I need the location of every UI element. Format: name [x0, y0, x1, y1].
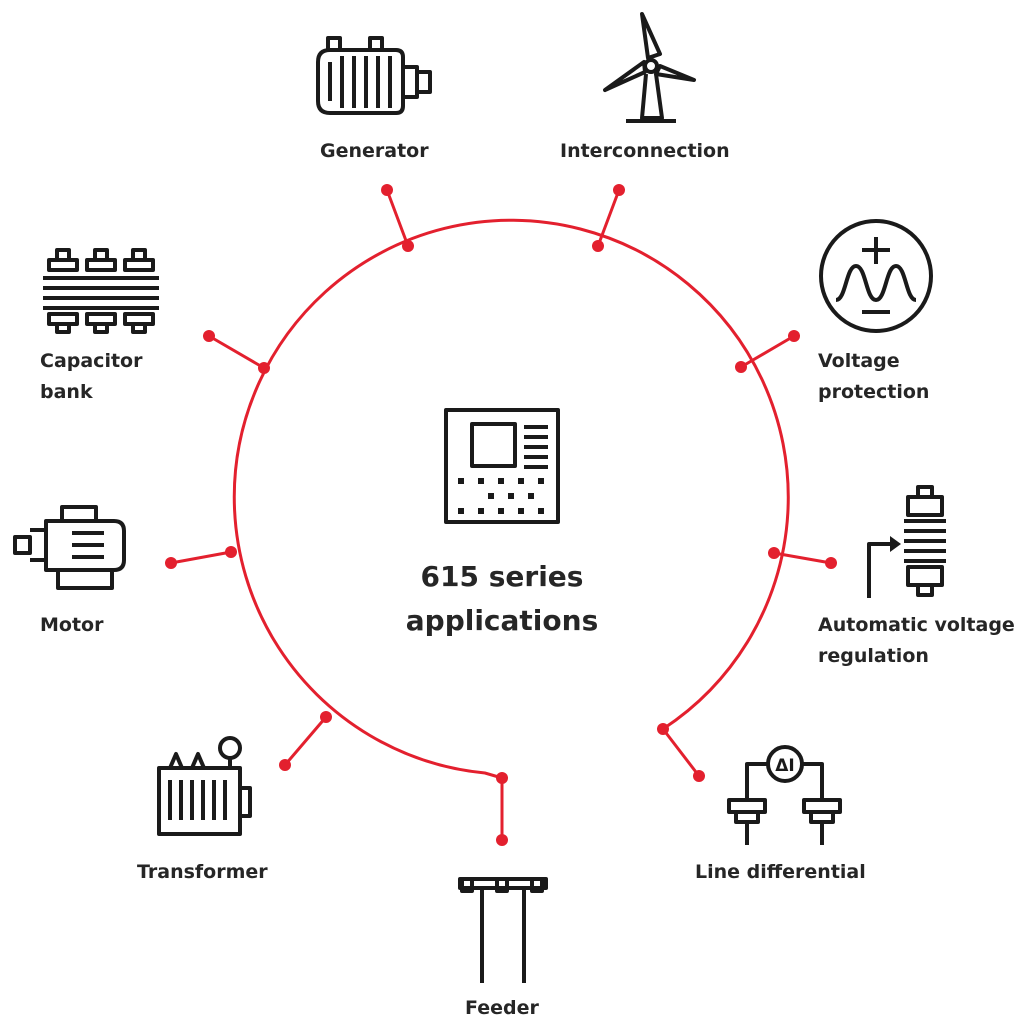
svg-text:ΔI: ΔI [775, 756, 794, 776]
connector-spokes [165, 184, 837, 846]
label-transformer-line-1: Transformer [137, 861, 268, 883]
label-interconnection: Interconnection [560, 136, 730, 167]
motor-icon [13, 505, 126, 590]
spoke-interconnection [592, 184, 625, 252]
center-title: 615 series applications [352, 555, 652, 643]
capacitor-bank-icon [43, 248, 159, 334]
label-generator-line-1: Generator [320, 140, 429, 162]
label-automatic-voltage-regulation: Automatic voltage regulation [818, 610, 1015, 672]
spoke-voltage-protection [735, 330, 800, 373]
label-motor: Motor [40, 610, 103, 641]
label-feeder: Feeder [465, 993, 539, 1024]
label-voltage-protection-line-1: Voltage [818, 350, 900, 372]
center-title-line-1: 615 series [420, 560, 584, 593]
label-transformer: Transformer [137, 857, 268, 888]
label-avr-line-1: Automatic voltage [818, 614, 1015, 636]
label-voltage-protection: Voltage protection [818, 346, 929, 408]
transformer-icon [157, 736, 252, 836]
spoke-motor [165, 546, 237, 569]
wind-turbine-icon [603, 12, 696, 123]
label-voltage-protection-line-2: protection [818, 381, 930, 403]
label-line-differential-line-1: Line differential [695, 861, 866, 883]
tap-changer-icon [867, 485, 946, 598]
center-title-line-2: applications [405, 604, 599, 637]
spoke-line-differential [657, 723, 705, 782]
label-generator: Generator [320, 136, 429, 167]
label-capacitor-bank-line-1: Capacitor [40, 350, 143, 372]
voltage-wave-icon [819, 219, 933, 333]
label-interconnection-line-1: Interconnection [560, 140, 730, 162]
feeder-icon [458, 877, 548, 983]
spoke-capacitor-bank [203, 330, 270, 374]
spoke-transformer [279, 711, 332, 771]
spoke-automatic-voltage-regulation [768, 547, 837, 569]
label-motor-line-1: Motor [40, 614, 104, 636]
label-avr-line-2: regulation [818, 645, 929, 667]
label-feeder-line-1: Feeder [465, 997, 539, 1019]
label-line-differential: Line differential [695, 857, 866, 888]
ring-arc [232, 218, 790, 780]
generator-icon [316, 36, 432, 115]
line-differential-icon: ΔI [727, 745, 842, 845]
spoke-feeder [496, 772, 508, 846]
ring [232, 218, 790, 780]
label-capacitor-bank: Capacitor bank [40, 346, 142, 408]
spoke-generator [381, 184, 414, 252]
label-capacitor-bank-line-2: bank [40, 381, 93, 403]
relay-device-icon [444, 408, 560, 524]
